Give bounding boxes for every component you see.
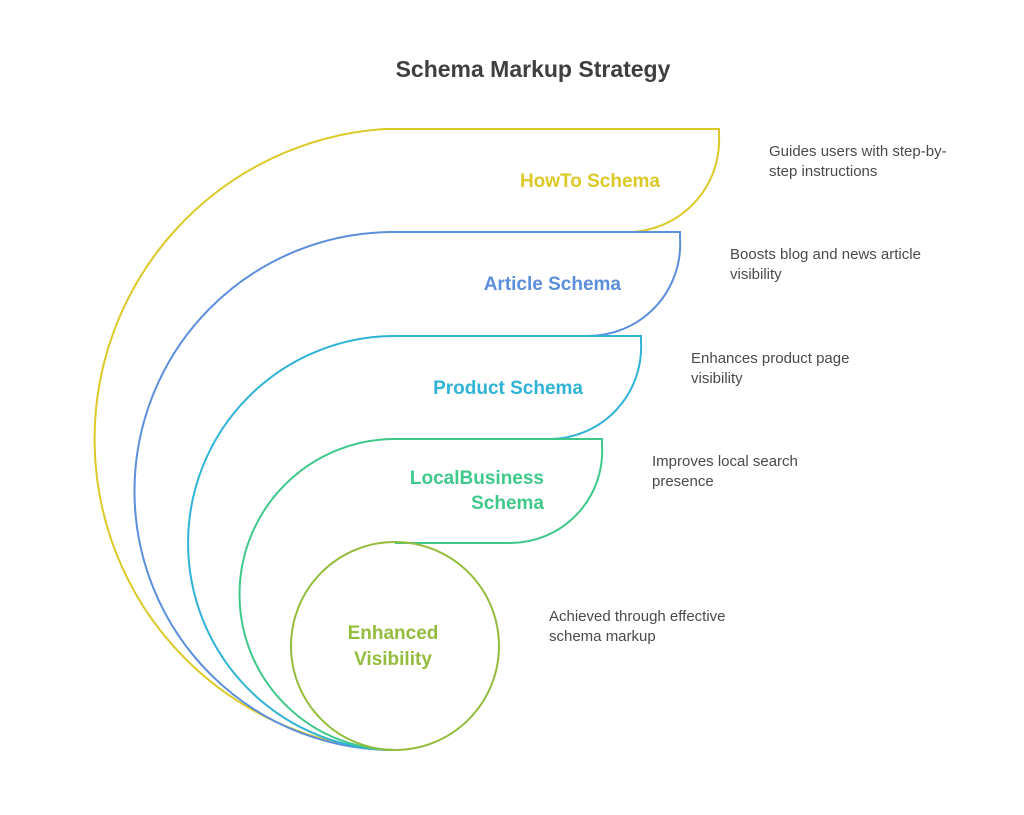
product-label: Product Schema [433, 378, 583, 399]
article-description: Boosts blog and news article visibility [730, 246, 921, 283]
product-description: Enhances product page visibility [691, 350, 850, 387]
howto-label: HowTo Schema [519, 171, 660, 192]
center-description: Achieved through effective schema markup [549, 608, 726, 645]
center-circle [290, 541, 500, 751]
howto-shape [93, 128, 721, 751]
center-label: Enhanced Visibility [347, 623, 439, 670]
localbusiness-label: LocalBusiness Schema [409, 468, 544, 514]
localbusiness-description: Improves local search presence [652, 453, 798, 490]
product-shape [187, 335, 643, 751]
diagram-title: Schema Markup Strategy [395, 56, 671, 82]
article-shape [133, 231, 682, 752]
localbusiness-shape [238, 438, 604, 751]
howto-description: Guides users with step-by-step instructi… [769, 143, 947, 180]
article-label: Article Schema [483, 274, 621, 295]
